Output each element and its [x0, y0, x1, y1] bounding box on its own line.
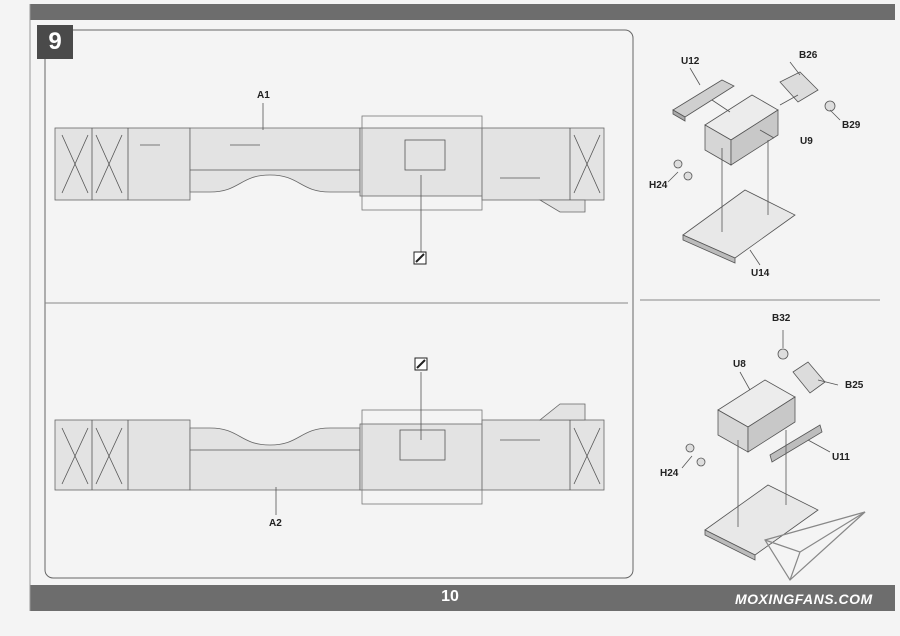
paper-plane-logo	[764, 511, 866, 581]
subassembly-top	[667, 61, 841, 266]
chassis-plate-a2	[54, 403, 605, 491]
subassembly-bottom	[681, 330, 839, 561]
main-step-frame	[44, 29, 634, 579]
part-label-u14: U14	[751, 268, 770, 279]
part-label-u9: U9	[800, 136, 813, 147]
page-number: 10	[441, 588, 459, 605]
part-label-a2: A2	[269, 518, 282, 529]
part-label-b32: B32	[772, 313, 791, 324]
part-label-u12: U12	[681, 56, 700, 67]
part-label-u8: U8	[733, 359, 746, 370]
glue-icon-bottom	[414, 357, 428, 371]
step-number-badge: 9	[37, 25, 73, 59]
part-label-u11: U11	[832, 452, 850, 463]
part-label-h24-top: H24	[649, 180, 668, 191]
part-label-a1: A1	[257, 90, 270, 101]
callout-box-bottom	[361, 409, 483, 505]
part-label-h24-bottom: H24	[660, 468, 679, 479]
part-label-b25: B25	[845, 380, 864, 391]
top-header-bar	[30, 4, 895, 20]
watermark-text: MOXINGFANS.COM	[735, 591, 873, 607]
callout-box-top	[361, 115, 483, 211]
bottom-footer-bar	[30, 585, 895, 611]
glue-icon-top	[413, 251, 427, 265]
part-label-b29: B29	[842, 120, 861, 131]
part-label-b26: B26	[799, 50, 818, 61]
